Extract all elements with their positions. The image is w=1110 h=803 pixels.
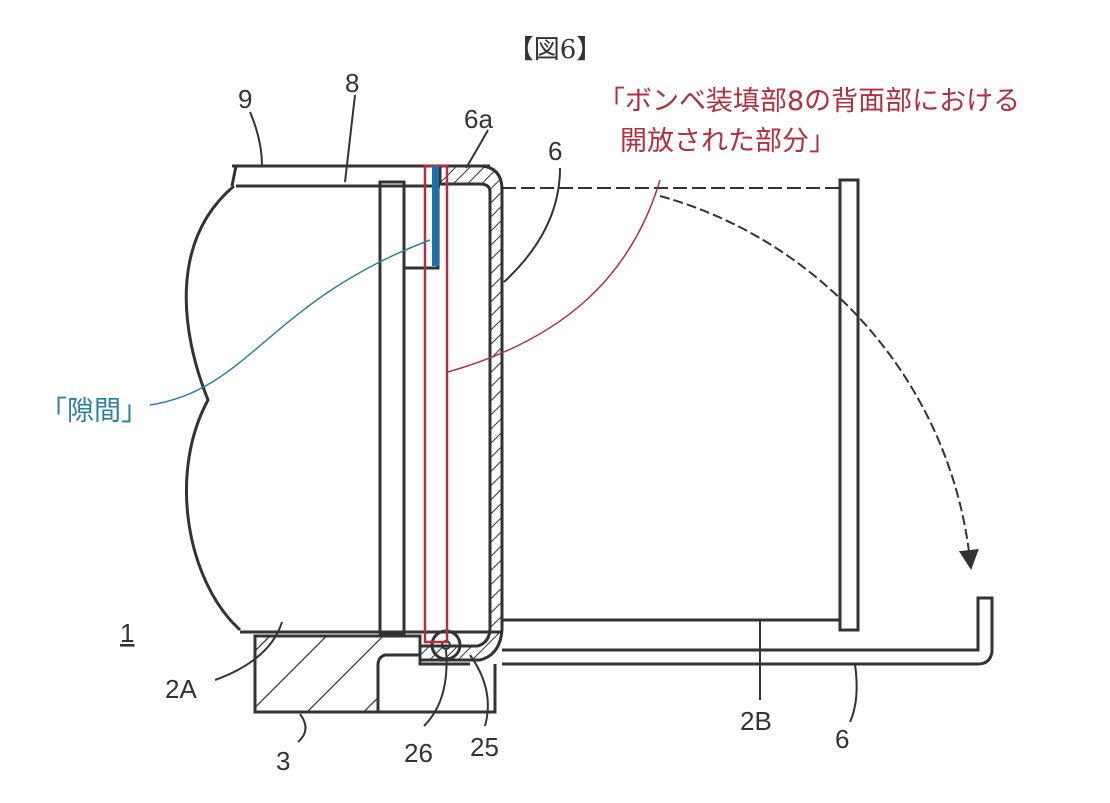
red-annotation-line-1: 「ボンベ装填部8の背面部における — [598, 86, 1020, 117]
label-9: 9 — [238, 84, 252, 114]
label-26: 26 — [404, 738, 433, 768]
red-annotation-line-2: 開放された部分」 — [620, 126, 836, 157]
label-25: 25 — [470, 732, 499, 762]
label-6-top: 6 — [548, 136, 562, 166]
figure-title: 【図6】 — [508, 35, 603, 65]
base-3 — [253, 634, 422, 714]
lid-6-open — [502, 178, 994, 666]
label-8: 8 — [345, 68, 359, 98]
label-6-bottom: 6 — [835, 724, 849, 754]
label-1: 1 — [120, 618, 134, 648]
blue-annotation: 「隙間」 — [40, 396, 148, 427]
opening-arrow — [659, 195, 979, 570]
label-2A: 2A — [165, 674, 197, 704]
label-6a: 6a — [464, 104, 493, 134]
leader-lines — [149, 94, 858, 743]
loading-part-plate — [378, 180, 406, 636]
gap-highlight — [432, 166, 439, 266]
gas-cylinder-9 — [184, 164, 490, 632]
label-3: 3 — [276, 746, 290, 776]
label-2B: 2B — [740, 706, 772, 736]
